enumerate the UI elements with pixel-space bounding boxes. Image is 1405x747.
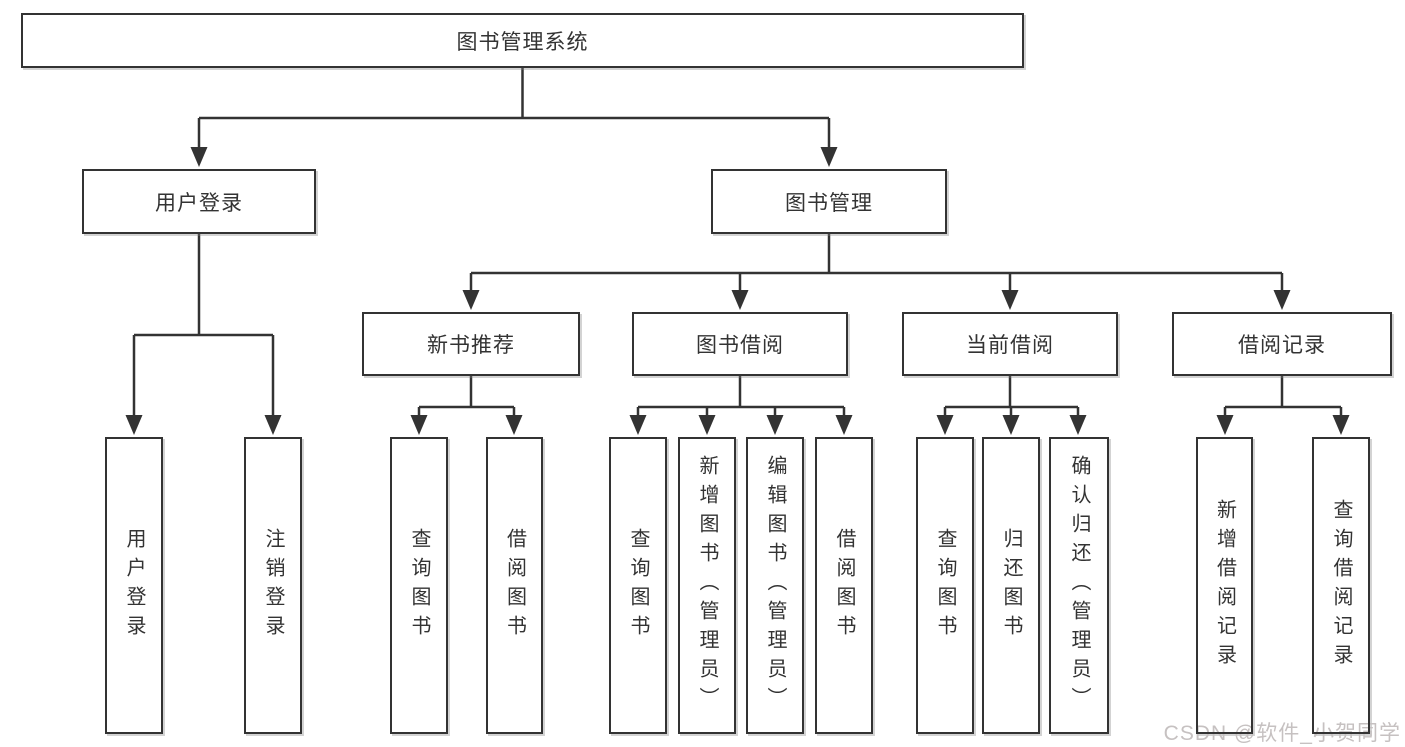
connector-current-borrow-to-children xyxy=(943,376,1080,419)
leaf-logout-label: 注销登录 xyxy=(262,527,284,644)
node-new-book-recommend: 新书推荐 xyxy=(362,312,580,376)
connector-root-to-level2 xyxy=(197,68,831,150)
leaf-user-login: 用户登录 xyxy=(105,437,163,734)
leaf-borrow-query-books: 查询图书 xyxy=(609,437,667,734)
leaf-borrow-add-books-label: 新增图书（管理员） xyxy=(696,455,718,716)
leaf-records-query-record: 查询借阅记录 xyxy=(1312,437,1370,734)
leaf-borrow-borrow-books: 借阅图书 xyxy=(815,437,873,734)
leaf-newrec-borrow-books-label: 借阅图书 xyxy=(503,527,526,644)
leaf-borrow-edit-books-label: 编辑图书（管理员） xyxy=(764,455,786,716)
leaf-current-confirm-return-label: 确认归还（管理员） xyxy=(1068,455,1090,716)
leaf-current-return-books: 归还图书 xyxy=(982,437,1040,734)
node-book-borrowing: 图书借阅 xyxy=(632,312,848,376)
node-library-system: 图书管理系统 xyxy=(21,13,1024,68)
leaf-borrow-edit-books: 编辑图书（管理员） xyxy=(746,437,804,734)
connector-book-mgmt-to-level3 xyxy=(469,234,1284,294)
node-user-login: 用户登录 xyxy=(82,169,316,234)
node-borrow-records: 借阅记录 xyxy=(1172,312,1392,376)
leaf-newrec-borrow-books: 借阅图书 xyxy=(486,437,543,734)
connector-borrow-records-to-children xyxy=(1223,376,1343,419)
leaf-current-query-books: 查询图书 xyxy=(916,437,974,734)
connector-user-login-to-children xyxy=(132,234,275,419)
leaf-records-query-record-label: 查询借阅记录 xyxy=(1330,498,1352,673)
leaf-logout: 注销登录 xyxy=(244,437,302,734)
leaf-user-login-label: 用户登录 xyxy=(123,527,145,644)
leaf-records-add-record: 新增借阅记录 xyxy=(1196,437,1253,734)
csdn-watermark: CSDN @软件_小贺同学 xyxy=(1163,722,1401,745)
leaf-borrow-query-books-label: 查询图书 xyxy=(627,527,649,644)
leaf-borrow-add-books: 新增图书（管理员） xyxy=(678,437,736,734)
node-book-management: 图书管理 xyxy=(711,169,947,234)
leaf-newrec-query-books-label: 查询图书 xyxy=(408,527,430,644)
node-current-borrowing: 当前借阅 xyxy=(902,312,1118,376)
leaf-current-confirm-return: 确认归还（管理员） xyxy=(1049,437,1109,734)
connector-book-borrow-to-children xyxy=(636,376,846,419)
leaf-current-query-books-label: 查询图书 xyxy=(934,527,956,644)
leaf-newrec-query-books: 查询图书 xyxy=(390,437,448,734)
leaf-borrow-borrow-books-label: 借阅图书 xyxy=(833,527,855,644)
connector-new-book-rec-to-children xyxy=(417,376,516,419)
leaf-records-add-record-label: 新增借阅记录 xyxy=(1213,498,1236,673)
arrowheads xyxy=(125,147,1350,435)
leaf-current-return-books-label: 归还图书 xyxy=(1000,527,1022,644)
